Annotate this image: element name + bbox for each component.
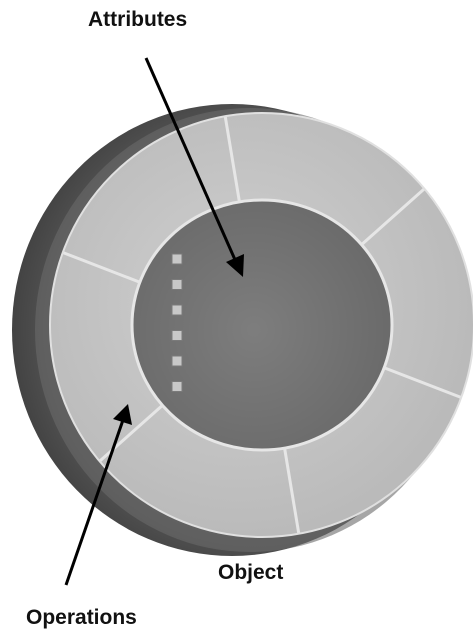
object-label: Object [218,561,283,585]
operations-label: Operations [26,606,137,630]
attribute-box [172,382,182,392]
attribute-box [172,356,182,366]
attribute-box [172,280,182,290]
attribute-box [172,331,182,341]
attribute-box [172,305,182,315]
attribute-box [172,254,182,264]
attributes-label: Attributes [88,8,187,32]
